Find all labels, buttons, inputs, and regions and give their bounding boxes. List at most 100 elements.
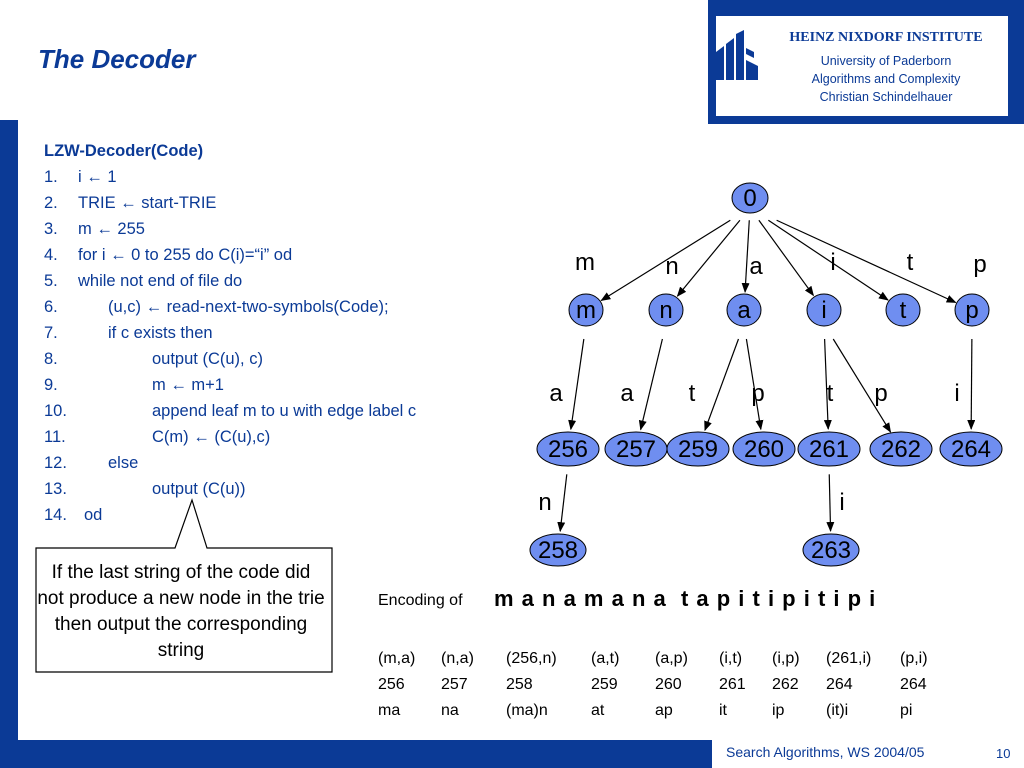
encoding-code-cell: 257 — [441, 676, 468, 693]
trie-node-shape — [732, 431, 796, 467]
encoding-pair-cell: (n,a) — [441, 650, 474, 667]
trie-node: m — [568, 293, 604, 327]
algorithm-line: 6.(u,c) ← read-next-two-symbols(Code); — [44, 294, 389, 320]
line-text: m ← 255 — [78, 220, 145, 238]
line-number: 11. — [44, 428, 66, 446]
encoding-string-cell: at — [591, 702, 605, 719]
trie-edge — [568, 338, 585, 431]
encoding-string-cell: (it)i — [826, 702, 849, 719]
encoding-label: Encoding of — [378, 592, 463, 609]
edge-label: n — [538, 489, 551, 516]
trie-node-label: 261 — [809, 436, 849, 463]
line-number: 8. — [44, 350, 58, 368]
algorithm-line: 4. for i ← 0 to 255 do C(i)=“i” od — [44, 242, 292, 268]
line-text: m ← m+1 — [152, 376, 224, 394]
algorithm-line: 2.TRIE ← start-TRIE — [44, 190, 216, 216]
trie-edge — [768, 219, 889, 301]
line-number: 13. — [44, 480, 67, 498]
trie-edge — [600, 219, 731, 302]
trie-root-node: 0 — [731, 182, 769, 214]
line-text: if c exists then — [108, 324, 213, 342]
trie-node: 264 — [939, 431, 1003, 467]
trie-node-shape — [568, 293, 604, 327]
line-text: output (C(u), c) — [152, 350, 263, 368]
trie-node-shape — [726, 293, 762, 327]
encoding-pair-cell: (m,a) — [378, 650, 416, 667]
algorithm-line: 7. if c exists then — [44, 320, 213, 346]
line-number: 7. — [44, 324, 58, 342]
trie-node: i — [806, 293, 842, 327]
callout-box — [35, 498, 333, 673]
line-number: 3. — [44, 220, 58, 238]
trie-node: n — [648, 293, 684, 327]
edge-label: a — [749, 253, 763, 280]
edge-label: i — [839, 489, 844, 516]
trie-node-label: 262 — [881, 436, 921, 463]
edge-label: m — [575, 249, 595, 276]
trie-edge — [832, 338, 892, 433]
algorithm-line: 5.while not end of file do — [44, 268, 242, 294]
trie-node-shape — [806, 293, 842, 327]
trie-node-shape — [954, 293, 990, 327]
encoding-code-cell: 256 — [378, 676, 405, 693]
trie-node-label: m — [576, 297, 596, 324]
trie-edge — [826, 474, 835, 533]
edge-label: t — [827, 380, 834, 407]
encoding-pair-cell: (p,i) — [900, 650, 928, 667]
institute-logo — [716, 30, 758, 80]
encoding-string-cell: pi — [900, 702, 913, 719]
trie-edge — [704, 338, 740, 432]
institute-university: University of Paderborn — [820, 54, 952, 68]
trie-edge — [676, 219, 741, 297]
trie-node: 262 — [869, 431, 933, 467]
trie-node: 259 — [666, 431, 730, 467]
trie-node-label: a — [737, 297, 751, 324]
encoding-string-cell: na — [441, 702, 459, 719]
edge-label: p — [973, 251, 986, 278]
algorithm-line: 1.i ← 1 — [44, 164, 203, 190]
line-text: append leaf m to u with edge label c — [152, 402, 417, 420]
edge-label: t — [689, 380, 696, 407]
edge-label: t — [907, 249, 914, 276]
encoding-code-cell: 260 — [655, 676, 682, 693]
algorithm-line: 3. m ← 255 — [44, 216, 203, 242]
trie-edge — [745, 338, 764, 431]
trie-node-label: n — [659, 297, 672, 324]
slide-title: The Decoder — [38, 44, 196, 74]
encoding-pair-cell: (i,p) — [772, 650, 800, 667]
trie-node: a — [726, 293, 762, 327]
algorithm-line: 11. C(m) ← (C(u),c) — [44, 424, 270, 450]
trie-node: 263 — [802, 533, 860, 567]
encoding-pair-cell: (256,n) — [506, 650, 557, 667]
algorithm-line: 12.else — [44, 450, 203, 476]
trie-node-label: 257 — [616, 436, 656, 463]
line-text: C(m) ← (C(u),c) — [152, 428, 271, 446]
line-text: (u,c) ← read-next-two-symbols(Code); — [108, 298, 389, 316]
line-number: 5. — [44, 272, 58, 290]
encoding-code-cell: 262 — [772, 676, 799, 693]
encoding-code-cell: 264 — [900, 676, 927, 693]
line-text: for i ← 0 to 255 do C(i)=“i” od — [78, 246, 293, 264]
trie-node-shape — [666, 431, 730, 467]
algorithm-line: 13.output (C(u)) — [44, 476, 246, 502]
algorithm-line: 14.od — [44, 502, 203, 528]
trie-node: t — [885, 293, 921, 327]
trie-node-shape — [802, 533, 860, 567]
algorithm-line: 10.append leaf m to u with edge label c — [44, 398, 416, 424]
line-number: 9. — [44, 376, 58, 394]
trie-node-shape — [648, 293, 684, 327]
trie-node-label: 263 — [811, 537, 851, 564]
line-text: TRIE ← start-TRIE — [78, 194, 217, 212]
trie-edge — [741, 220, 750, 294]
institute-author: Christian Schindelhauer — [819, 90, 953, 104]
encoding-pair-cell: (a,p) — [655, 650, 688, 667]
encoding-string-cell: ap — [655, 702, 673, 719]
header-panel — [716, 16, 1008, 116]
trie-node-shape — [529, 533, 587, 567]
encoding-pair-cell: (i,t) — [719, 650, 743, 667]
encoding-string-cell: ma — [378, 702, 401, 719]
line-number: 4. — [44, 246, 58, 264]
encoding-code-cell: 259 — [591, 676, 618, 693]
encoding-string-cell: (ma)n — [506, 702, 548, 719]
edge-label: i — [954, 380, 959, 407]
